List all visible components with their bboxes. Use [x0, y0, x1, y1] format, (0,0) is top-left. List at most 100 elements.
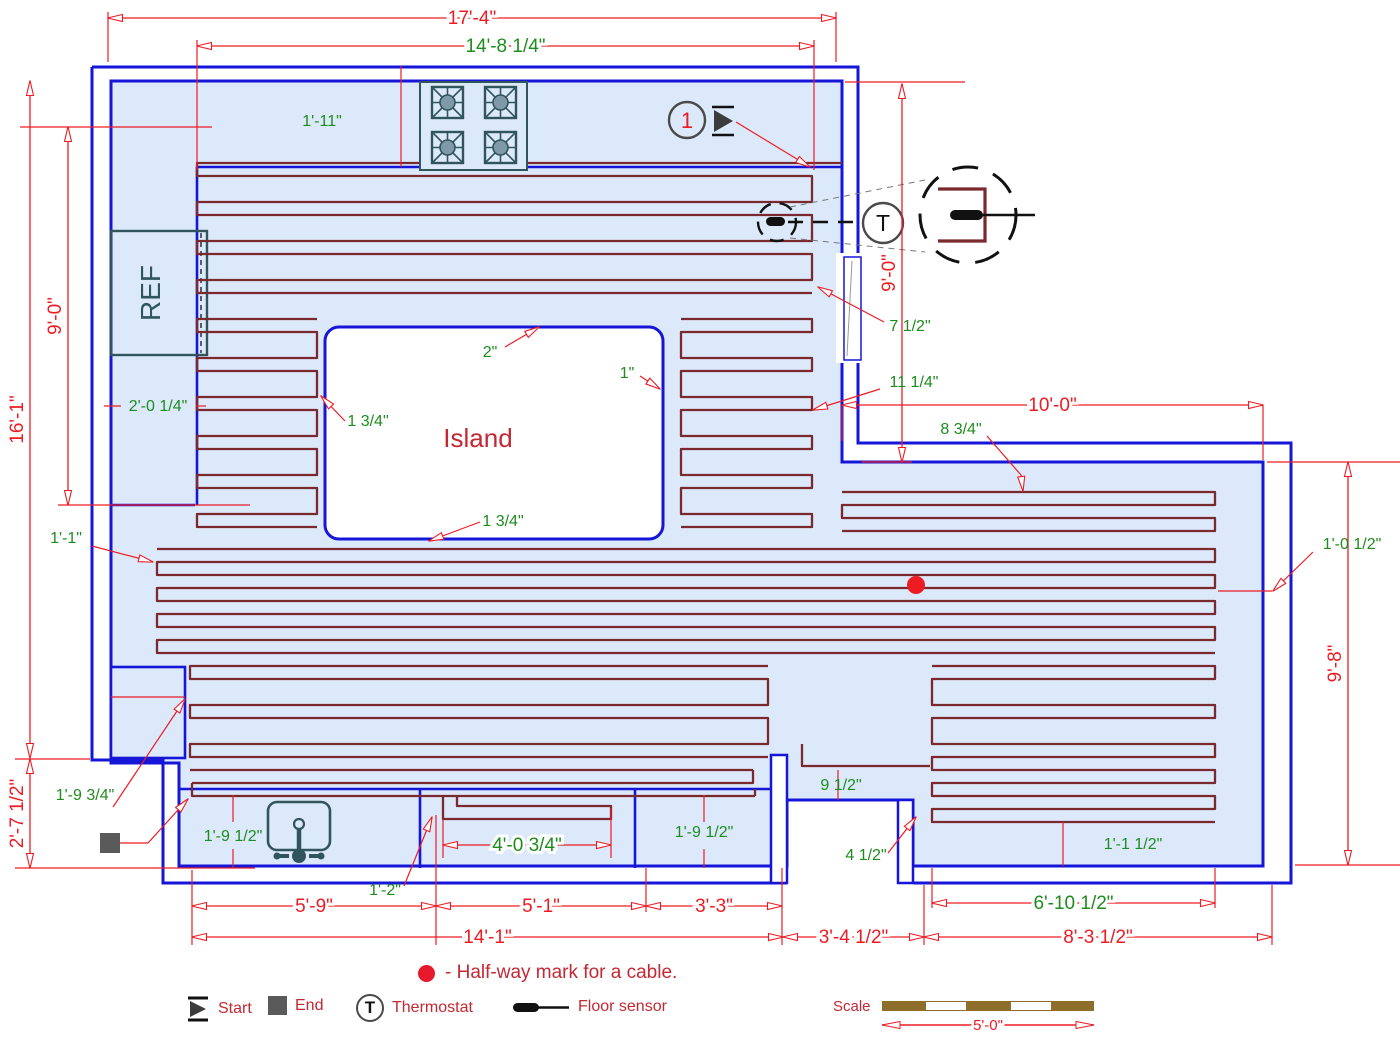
plan-label: 4 1/2"	[845, 847, 886, 864]
plan-label: 8 3/4"	[940, 421, 981, 438]
plan-label: 1'-1 1/2"	[1104, 836, 1163, 853]
dimension-text: 2'-7 1/2"	[7, 779, 28, 849]
dimension-text: 4'-0 3/4"	[492, 835, 562, 856]
start-flag-icon	[714, 110, 733, 132]
faucet-base	[292, 849, 306, 863]
start-label: Start	[218, 1000, 252, 1017]
scale-dimension-text: 5'-0"	[973, 1017, 1003, 1034]
stove	[419, 81, 528, 171]
dimension-text: 5'-1"	[522, 896, 560, 917]
plan-label: Island	[443, 423, 512, 453]
leader-line	[403, 816, 433, 887]
leader-line	[120, 798, 189, 844]
halfway-mark	[907, 576, 925, 594]
plan-label: 1 3/4"	[482, 513, 523, 530]
heating-cable	[679, 317, 814, 529]
heating-cable	[195, 161, 814, 295]
plan-label: 1'-9 3/4"	[56, 787, 115, 804]
thermostat-label: Thermostat	[392, 999, 473, 1016]
plan-label: 1"	[620, 365, 635, 382]
dimension-text: 8'-3 1/2"	[1063, 927, 1133, 948]
faucet-handle-left-dot	[273, 852, 281, 860]
plan-label: 11 1/4"	[890, 374, 939, 391]
plan-label: 1 3/4"	[347, 413, 388, 430]
leader-line	[91, 545, 154, 563]
zoomed-sensor	[950, 210, 983, 220]
leader-line	[986, 435, 1026, 492]
door-jamb-left	[769, 753, 789, 885]
plan-label: 7 1/2"	[889, 318, 930, 335]
dimension-text: 17'-4"	[448, 8, 496, 29]
dimension-text: 5'-9"	[295, 896, 333, 917]
legend-floor-sensor: Floor sensor	[512, 998, 667, 1016]
heated-floor-area	[109, 79, 1265, 868]
dimension-text: 10'-0"	[1028, 395, 1076, 416]
burner-center	[492, 94, 509, 111]
plan-label: REF	[135, 265, 166, 321]
plan-label: 1'-2"	[369, 882, 401, 899]
leader-line	[428, 521, 481, 542]
leader-line	[112, 698, 186, 808]
dimension-text: 9'-0"	[45, 297, 66, 335]
heating-cable-segment	[800, 744, 930, 768]
door-jamb-right	[896, 798, 915, 885]
plan-label: 1	[681, 108, 693, 133]
dimension-text: 16'-1"	[7, 395, 28, 443]
dimension-text: 14'-1"	[463, 927, 511, 948]
burner-center	[439, 139, 456, 156]
heating-cable	[930, 664, 1217, 824]
scale-bar	[882, 1001, 1094, 1011]
halfway-dot-icon	[418, 964, 435, 982]
leader-line	[887, 816, 917, 854]
dimension-text: 3'-4 1/2"	[819, 927, 889, 948]
heating-cable	[188, 664, 770, 759]
halfway-legend: - Half-way mark for a cable.	[418, 962, 677, 984]
end-label: End	[295, 996, 324, 1014]
heating-cable-segment	[192, 770, 755, 785]
leader-line	[1272, 551, 1314, 592]
leader-line	[817, 286, 885, 323]
dimension-text: 6'-10 1/2"	[1033, 893, 1113, 914]
window-pane-line	[846, 260, 853, 357]
heating-cable-segment	[190, 783, 755, 798]
heating-cable	[155, 547, 1217, 655]
plan-label: 1'-11"	[302, 113, 342, 130]
outer-wall	[92, 65, 1293, 885]
burner-center	[439, 94, 456, 111]
plan-label: 1'-0 1/2"	[1323, 536, 1382, 553]
heating-cable	[195, 317, 319, 529]
dimension-text: 14'-8 1/4"	[465, 36, 545, 57]
floor-sensor-icon	[766, 217, 785, 226]
heating-cable	[840, 490, 1217, 533]
island	[323, 325, 665, 541]
floor-sensor-label: Floor sensor	[578, 998, 667, 1015]
outer-wall-left	[90, 67, 787, 885]
plan-label: 2'-0 1/4"	[129, 398, 188, 415]
plan-label: T	[876, 210, 890, 236]
leader-line	[735, 121, 811, 168]
legend-end: End	[268, 996, 323, 1015]
plan-label: 2"	[483, 344, 498, 361]
plan-label: 9 1/2"	[820, 777, 861, 794]
cabinet-box	[109, 665, 187, 760]
plan-label: 1'-9 1/2"	[204, 828, 263, 845]
plan-label: 1'-1"	[50, 530, 82, 547]
leader-line	[639, 375, 661, 390]
end-marker	[100, 833, 120, 853]
dimension-text: 9'-0"	[879, 254, 900, 292]
dimension-text: 9'-8"	[1325, 645, 1346, 683]
legend-start: Start	[186, 995, 252, 1023]
floor-sensor-icon	[513, 1003, 569, 1012]
faucet-handle-right-dot	[317, 852, 325, 860]
legend-thermostat: T Thermostat	[356, 994, 473, 1022]
halfway-label: - Half-way mark for a cable.	[445, 962, 678, 983]
plan-label: 1'-9 1/2"	[675, 824, 734, 841]
leader-line	[812, 388, 881, 411]
start-flag-icon	[188, 996, 208, 1022]
scale-label: Scale	[833, 998, 871, 1015]
dimension-text: 3'-3"	[695, 896, 733, 917]
thermostat-icon: T	[356, 994, 384, 1022]
cable-number-circle	[667, 100, 707, 140]
